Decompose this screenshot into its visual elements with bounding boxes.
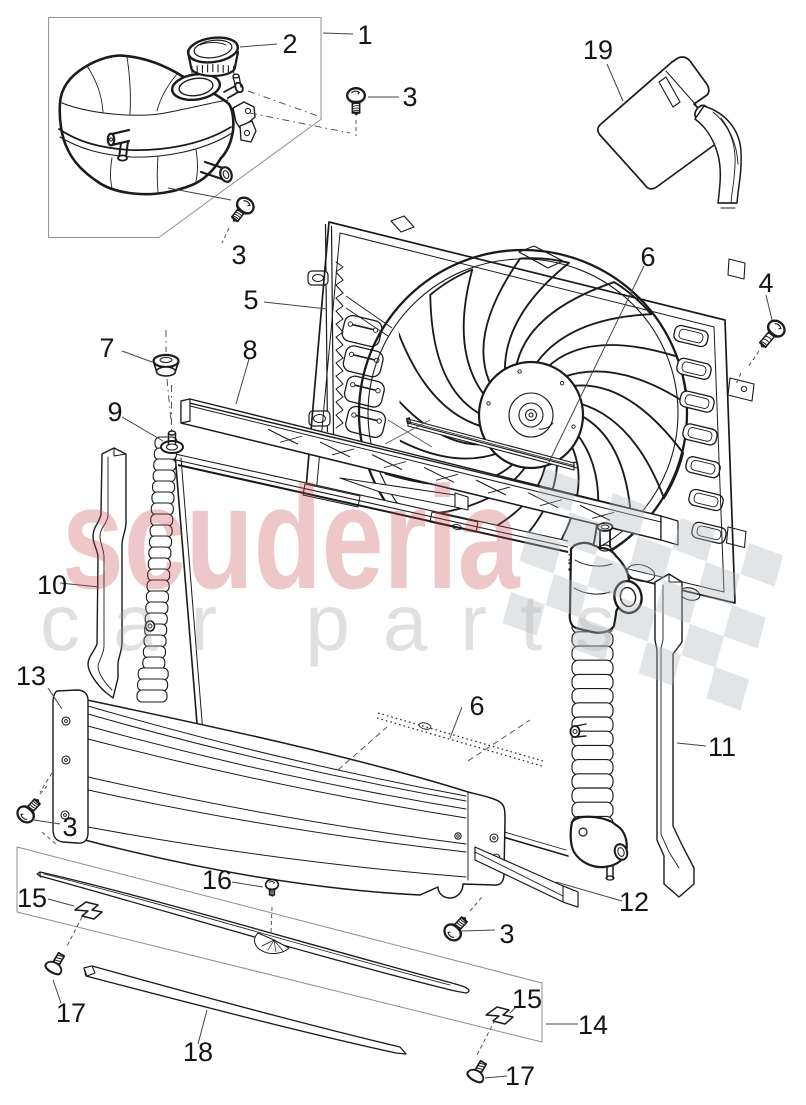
svg-text:6: 6 <box>640 242 655 272</box>
svg-text:17: 17 <box>56 998 86 1028</box>
svg-text:9: 9 <box>107 397 122 427</box>
svg-text:17: 17 <box>505 1061 535 1091</box>
svg-text:10: 10 <box>37 570 67 600</box>
svg-text:7: 7 <box>99 333 114 363</box>
svg-text:car parts: car parts <box>40 578 648 667</box>
svg-text:3: 3 <box>231 240 246 270</box>
svg-text:8: 8 <box>242 335 257 365</box>
svg-text:scuderia: scuderia <box>62 456 520 619</box>
svg-text:12: 12 <box>619 887 649 917</box>
svg-text:6: 6 <box>469 691 484 721</box>
svg-text:15: 15 <box>17 883 47 913</box>
svg-text:5: 5 <box>243 285 258 315</box>
svg-text:19: 19 <box>583 35 613 65</box>
svg-text:15: 15 <box>512 984 542 1014</box>
svg-text:18: 18 <box>183 1037 213 1067</box>
svg-text:1: 1 <box>357 20 372 50</box>
svg-text:16: 16 <box>202 865 232 895</box>
svg-text:3: 3 <box>402 82 417 112</box>
svg-text:3: 3 <box>499 919 514 949</box>
svg-text:13: 13 <box>16 661 46 691</box>
svg-text:2: 2 <box>282 29 297 59</box>
svg-text:4: 4 <box>758 268 773 298</box>
svg-text:11: 11 <box>708 732 736 762</box>
svg-text:14: 14 <box>578 1010 608 1040</box>
svg-text:3: 3 <box>62 812 77 842</box>
